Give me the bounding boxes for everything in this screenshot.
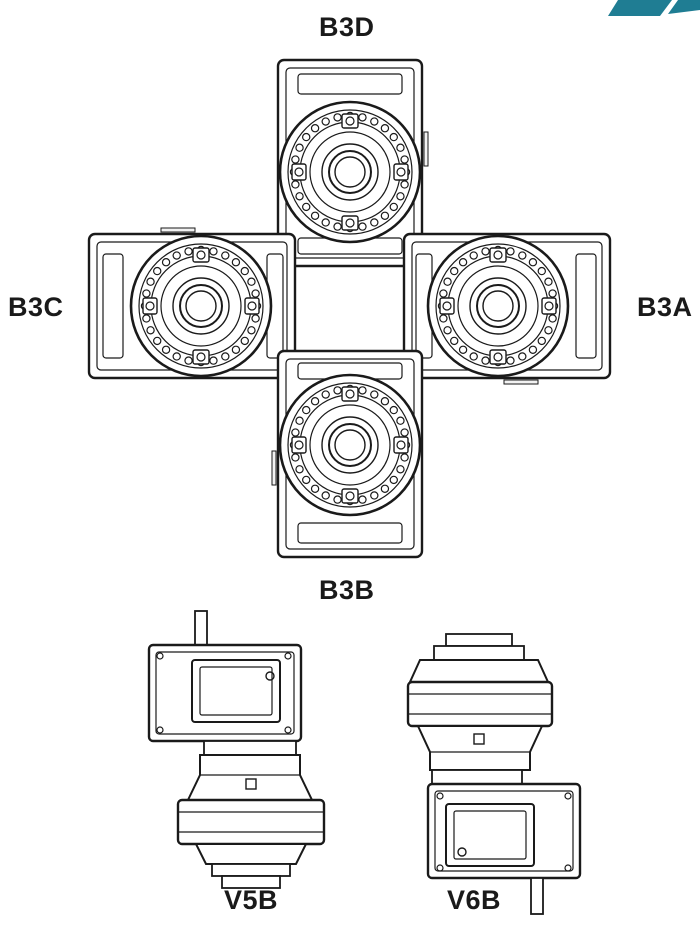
label-b3a: B3A: [637, 292, 693, 322]
gearbox-b3a: [402, 232, 612, 386]
gearbox-v6b: [406, 633, 582, 915]
gearbox-v5b: [147, 610, 326, 889]
label-b3b: B3B: [319, 575, 375, 605]
label-b3d: B3D: [319, 12, 375, 42]
gearbox-b3c: [87, 226, 297, 380]
label-v5b: V5B: [224, 885, 279, 915]
gearbox-b3b: [270, 349, 424, 559]
label-v6b: V6B: [447, 885, 502, 915]
label-b3c: B3C: [8, 292, 64, 322]
brand-logo: [608, 0, 700, 16]
